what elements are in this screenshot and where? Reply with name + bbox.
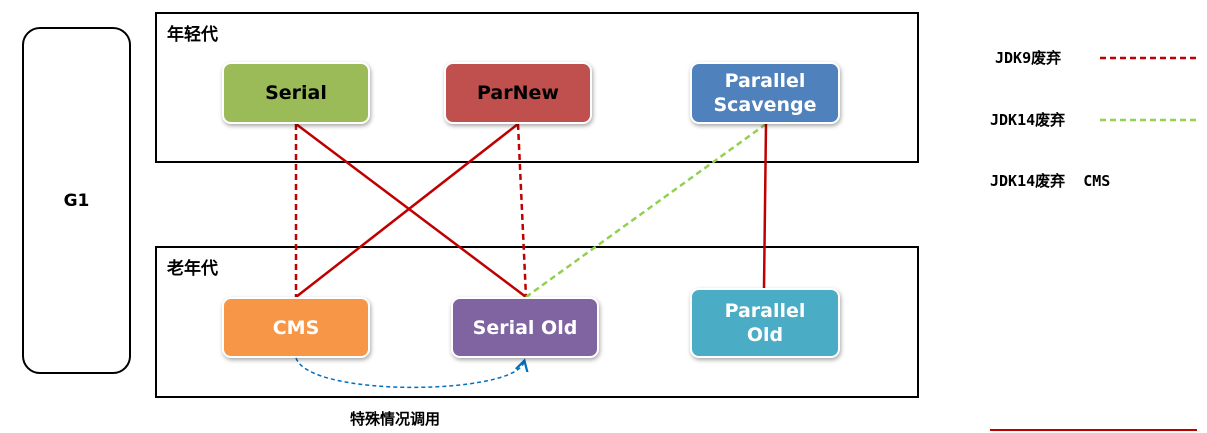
legend-label-jdk14-cms: JDK14废弃 CMS [990, 172, 1111, 190]
line-parnew-serial-old [516, 123, 528, 298]
node-serial-old-label: Serial Old [472, 316, 578, 339]
special-call-arrow [295, 357, 524, 389]
node-cms-label: CMS [272, 316, 320, 339]
young-generation-title: 年轻代 [167, 25, 218, 45]
node-serial-label: Serial [265, 82, 327, 104]
node-parallel-old-label: Parallel Old [724, 300, 806, 346]
node-parallel-old: Parallel Old [690, 288, 840, 358]
g1-label: G1 [63, 190, 90, 211]
old-generation-title: 老年代 [167, 259, 218, 279]
node-parallel-scavenge-label: Parallel Scavenge [713, 70, 817, 116]
line-parallel-scavenge-parallel-old [762, 123, 768, 289]
legend-label-jdk14: JDK14废弃 [990, 111, 1066, 129]
line-serial-serial-old [295, 123, 527, 298]
line-parallel-scavenge-serial-old [525, 122, 767, 299]
special-call-label: 特殊情况调用 [350, 410, 441, 428]
node-parnew-label: ParNew [477, 82, 559, 104]
line-parnew-cms [295, 123, 519, 298]
node-parallel-scavenge: Parallel Scavenge [690, 62, 840, 124]
node-parnew: ParNew [444, 62, 592, 124]
legend-label-jdk9: JDK9废弃 [995, 49, 1062, 67]
g1-collector: G1 [22, 27, 131, 374]
node-cms: CMS [222, 297, 370, 358]
node-serial: Serial [222, 62, 370, 124]
node-serial-old: Serial Old [451, 297, 599, 358]
